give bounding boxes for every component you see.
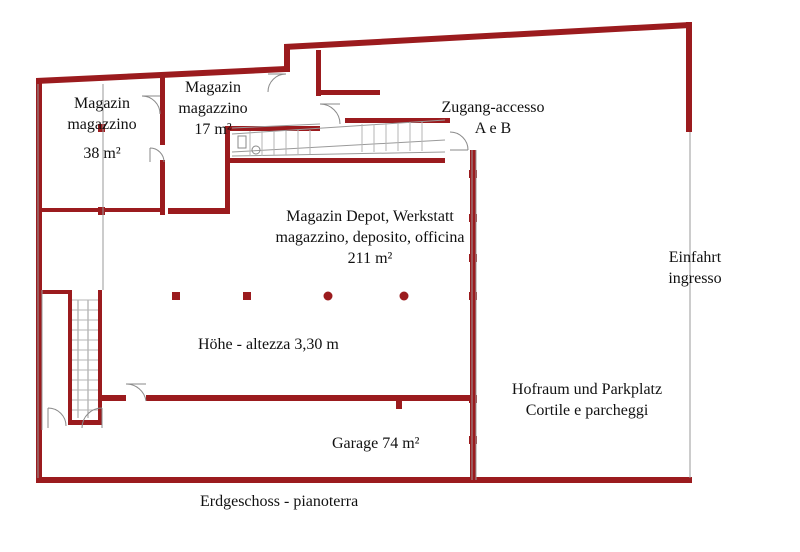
wall-bottom: [36, 477, 692, 483]
room-area: 211 m²: [347, 250, 393, 267]
wall-right: [686, 22, 692, 132]
room-name-it: Cortile e parcheggi: [525, 402, 649, 419]
room-name-de: Magazin Depot, Werkstatt: [286, 208, 454, 225]
room-label-zugang: Zugang-accesso A e B: [428, 97, 558, 139]
stairs: [72, 122, 423, 411]
room-label-hofraum: Hofraum und Parkplatz Cortile e parchegg…: [497, 379, 677, 421]
door-swing: [267, 73, 287, 93]
room-label-garage: Garage 74 m²: [332, 435, 420, 452]
room-name-de: Magazin: [185, 79, 241, 96]
room-name-de: Magazin: [74, 95, 130, 112]
room-area: 17 m²: [194, 121, 232, 138]
wall-step: [284, 44, 290, 72]
door-swing: [149, 147, 165, 163]
room-label-einfahrt: Einfahrt ingresso: [655, 247, 735, 289]
room-label-magazin-38: Magazin magazzino 38 m²: [52, 93, 152, 164]
room-name-de: Hofraum und Parkplatz: [511, 381, 663, 398]
interior-walls: [42, 50, 477, 483]
room-name-it: ingresso: [668, 270, 722, 287]
room-label-depot: Magazin Depot, Werkstatt magazzino, depo…: [255, 206, 485, 269]
room-label-magazin-17: Magazin magazzino 17 m²: [168, 77, 258, 140]
door-swing: [125, 383, 147, 402]
room-name-de: Einfahrt: [668, 249, 722, 266]
ceiling-height-label: Höhe - altezza 3,30 m: [198, 336, 339, 353]
room-name: Zugang-accesso: [441, 99, 545, 116]
plan-title: Erdgeschoss - pianoterra: [200, 493, 359, 510]
room-name-it: magazzino: [67, 116, 137, 133]
door-swing: [319, 103, 341, 125]
wall-left: [36, 78, 42, 483]
wc-fixture: [251, 145, 261, 155]
door-swing: [81, 407, 103, 429]
wc-fixture: [237, 135, 247, 149]
door-swing: [47, 407, 67, 428]
door-swings: [47, 73, 469, 429]
room-subname: A e B: [474, 120, 512, 137]
room-name-it: magazzino: [178, 100, 248, 117]
door-swing: [449, 131, 469, 151]
room-area: 38 m²: [83, 145, 121, 162]
room-name-it: magazzino, deposito, officina: [275, 229, 465, 246]
wall-top-right: [284, 22, 690, 50]
door-swing: [141, 95, 161, 115]
